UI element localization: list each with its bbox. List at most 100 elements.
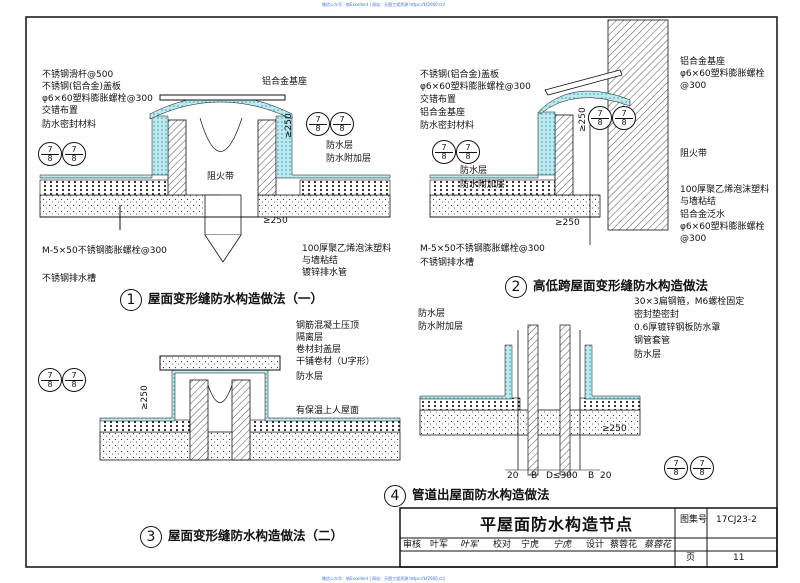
d4-dim-0: ≥250 (602, 424, 627, 434)
d2-number: 2 (505, 275, 527, 298)
page-number: 11 (733, 553, 745, 563)
d2-label-8: 阻火带 (680, 149, 708, 159)
d2-label-17: 不锈钢排水槽 (420, 258, 475, 268)
d4-label-6: 防水层 (634, 350, 662, 360)
d1-label-6: 防水层 (326, 141, 354, 151)
d4-number: 4 (384, 484, 406, 507)
d3-label-1: 隔离层 (296, 333, 324, 343)
d3-label-3: 干铺卷材（U字形） (296, 357, 375, 367)
design-signature: 蔡蓉花 (644, 540, 672, 550)
d1-label-3: 交错布置 (42, 106, 79, 116)
d1-dim-0: ≥250 (284, 113, 294, 138)
d1-label-10: 与墙粘结 (302, 256, 339, 266)
d4-label-3: 密封垫密封 (634, 310, 680, 320)
d1-title: 屋面变形缝防水构造做法（一） (148, 291, 324, 306)
d3-caption: 3 屋面变形缝防水构造做法（二） (140, 525, 343, 548)
d2-label-1: φ6×60塑料膨胀螺栓@300 (420, 82, 531, 92)
review-signature: 叶军 (460, 540, 479, 550)
d1-label-13: 不锈钢排水槽 (42, 274, 97, 284)
detail-1-drawing (39, 94, 391, 263)
d3-label-4: 防水层 (296, 372, 324, 382)
d1-number: 1 (120, 288, 142, 311)
d3-number: 3 (140, 525, 162, 548)
d4-bottom-dim-4: 20 (600, 471, 612, 481)
d4-bottom-dim-2: D≤300 (546, 471, 578, 481)
d2-label-15: @300 (680, 234, 707, 244)
atlas-number: 17CJ23-2 (716, 515, 757, 525)
review-name: 叶军 (430, 540, 449, 550)
d4-title: 管道出屋面防水构造做法 (412, 487, 550, 502)
d3-label-2: 卷材封盖层 (296, 345, 342, 355)
d1-label-8: 阻火带 (207, 172, 235, 182)
d2-dim-1: ≥250 (555, 218, 580, 228)
d2-label-9: 防水层 (460, 166, 488, 176)
d2-label-11: 100厚聚乙烯泡沫塑料 (680, 185, 770, 195)
d4-label-0: 防水层 (418, 309, 446, 319)
d2-dim-0: ≥250 (578, 107, 588, 132)
d4-label-2: 30×3扁钢箍，M6螺栓固定 (634, 297, 745, 307)
d2-label-10: 防水附加层 (460, 180, 506, 190)
d4-caption: 4 管道出屋面防水构造做法 (384, 484, 550, 507)
d2-caption: 2 高低跨屋面变形缝防水构造做法 (505, 275, 708, 298)
d4-label-4: 0.6厚镀锌钢板防水罩 (634, 323, 721, 333)
d2-label-5: 铝合金基座 (680, 57, 726, 67)
d4-bottom-dim-0: 20 (507, 471, 519, 481)
design-label: 设计 (586, 540, 605, 550)
page-label: 页 (686, 553, 696, 563)
d1-caption: 1 屋面变形缝防水构造做法（一） (120, 288, 323, 311)
d1-dim-1: ≥250 (263, 216, 288, 226)
d1-label-1: 不锈钢(铝合金)盖板 (42, 82, 122, 92)
d4-label-1: 防水附加层 (418, 322, 464, 332)
d2-label-3: 铝合金基座 (420, 108, 466, 118)
d4-label-5: 钢管套管 (634, 336, 671, 346)
d3-label-0: 钢筋混凝土压顶 (296, 321, 360, 331)
d1-label-0: 不锈钢滑杆@500 (42, 70, 114, 80)
d2-label-14: φ6×60塑料膨胀螺栓 (680, 222, 765, 232)
check-signature: 宁虎 (553, 540, 572, 550)
d2-label-12: 与墙粘结 (680, 197, 717, 207)
review-label: 审核 (403, 540, 422, 550)
atlas-label: 图集号 (680, 515, 708, 525)
d2-label-6: φ6×60塑料膨胀螺栓 (680, 69, 765, 79)
d1-label-9: 100厚聚乙烯泡沫塑料 (302, 244, 392, 254)
detail-2-drawing (429, 19, 669, 245)
d2-label-2: 交错布置 (420, 95, 457, 105)
d3-label-5: 有保温上人屋面 (296, 406, 360, 416)
d1-label-5: 铝合金基座 (262, 77, 308, 87)
d3-dim-0: ≥250 (140, 385, 150, 410)
d4-bottom-dim-3: B (588, 471, 595, 481)
d2-label-16: M-5×50不锈钢膨胀螺栓@300 (420, 244, 545, 254)
d1-label-7: 防水附加层 (326, 154, 372, 164)
design-name: 蔡蓉花 (610, 540, 638, 550)
d3-title: 屋面变形缝防水构造做法（二） (168, 528, 344, 543)
d1-label-4: 防水密封材料 (42, 120, 97, 130)
d1-label-2: φ6×60塑料膨胀螺栓@300 (42, 94, 153, 104)
d2-title: 高低跨屋面变形缝防水构造做法 (533, 278, 709, 293)
watermark-bottom: 微信公众号：筑Excellent | 网站：天图工程资源 https://kf2… (322, 576, 446, 581)
d2-label-7: @300 (680, 81, 707, 91)
d1-label-12: M-5×50不锈钢膨胀螺栓@300 (42, 246, 167, 256)
d2-label-13: 铝合金泛水 (680, 210, 726, 220)
d2-label-4: 防水密封材料 (420, 121, 475, 131)
check-name: 宁虎 (521, 540, 540, 550)
detail-3-drawing (99, 355, 401, 461)
detail-4-drawing (419, 324, 641, 476)
check-label: 校对 (493, 540, 512, 550)
d4-bottom-dim-1: B (531, 471, 538, 481)
d1-label-11: 镀锌排水管 (302, 268, 348, 278)
watermark-top: 微信公众号：筑Excellent | 网站：天图工程资源 https://kf2… (322, 2, 446, 7)
sheet-title: 平屋面防水构造节点 (480, 515, 634, 534)
d2-label-0: 不锈钢(铝合金)盖板 (420, 70, 500, 80)
